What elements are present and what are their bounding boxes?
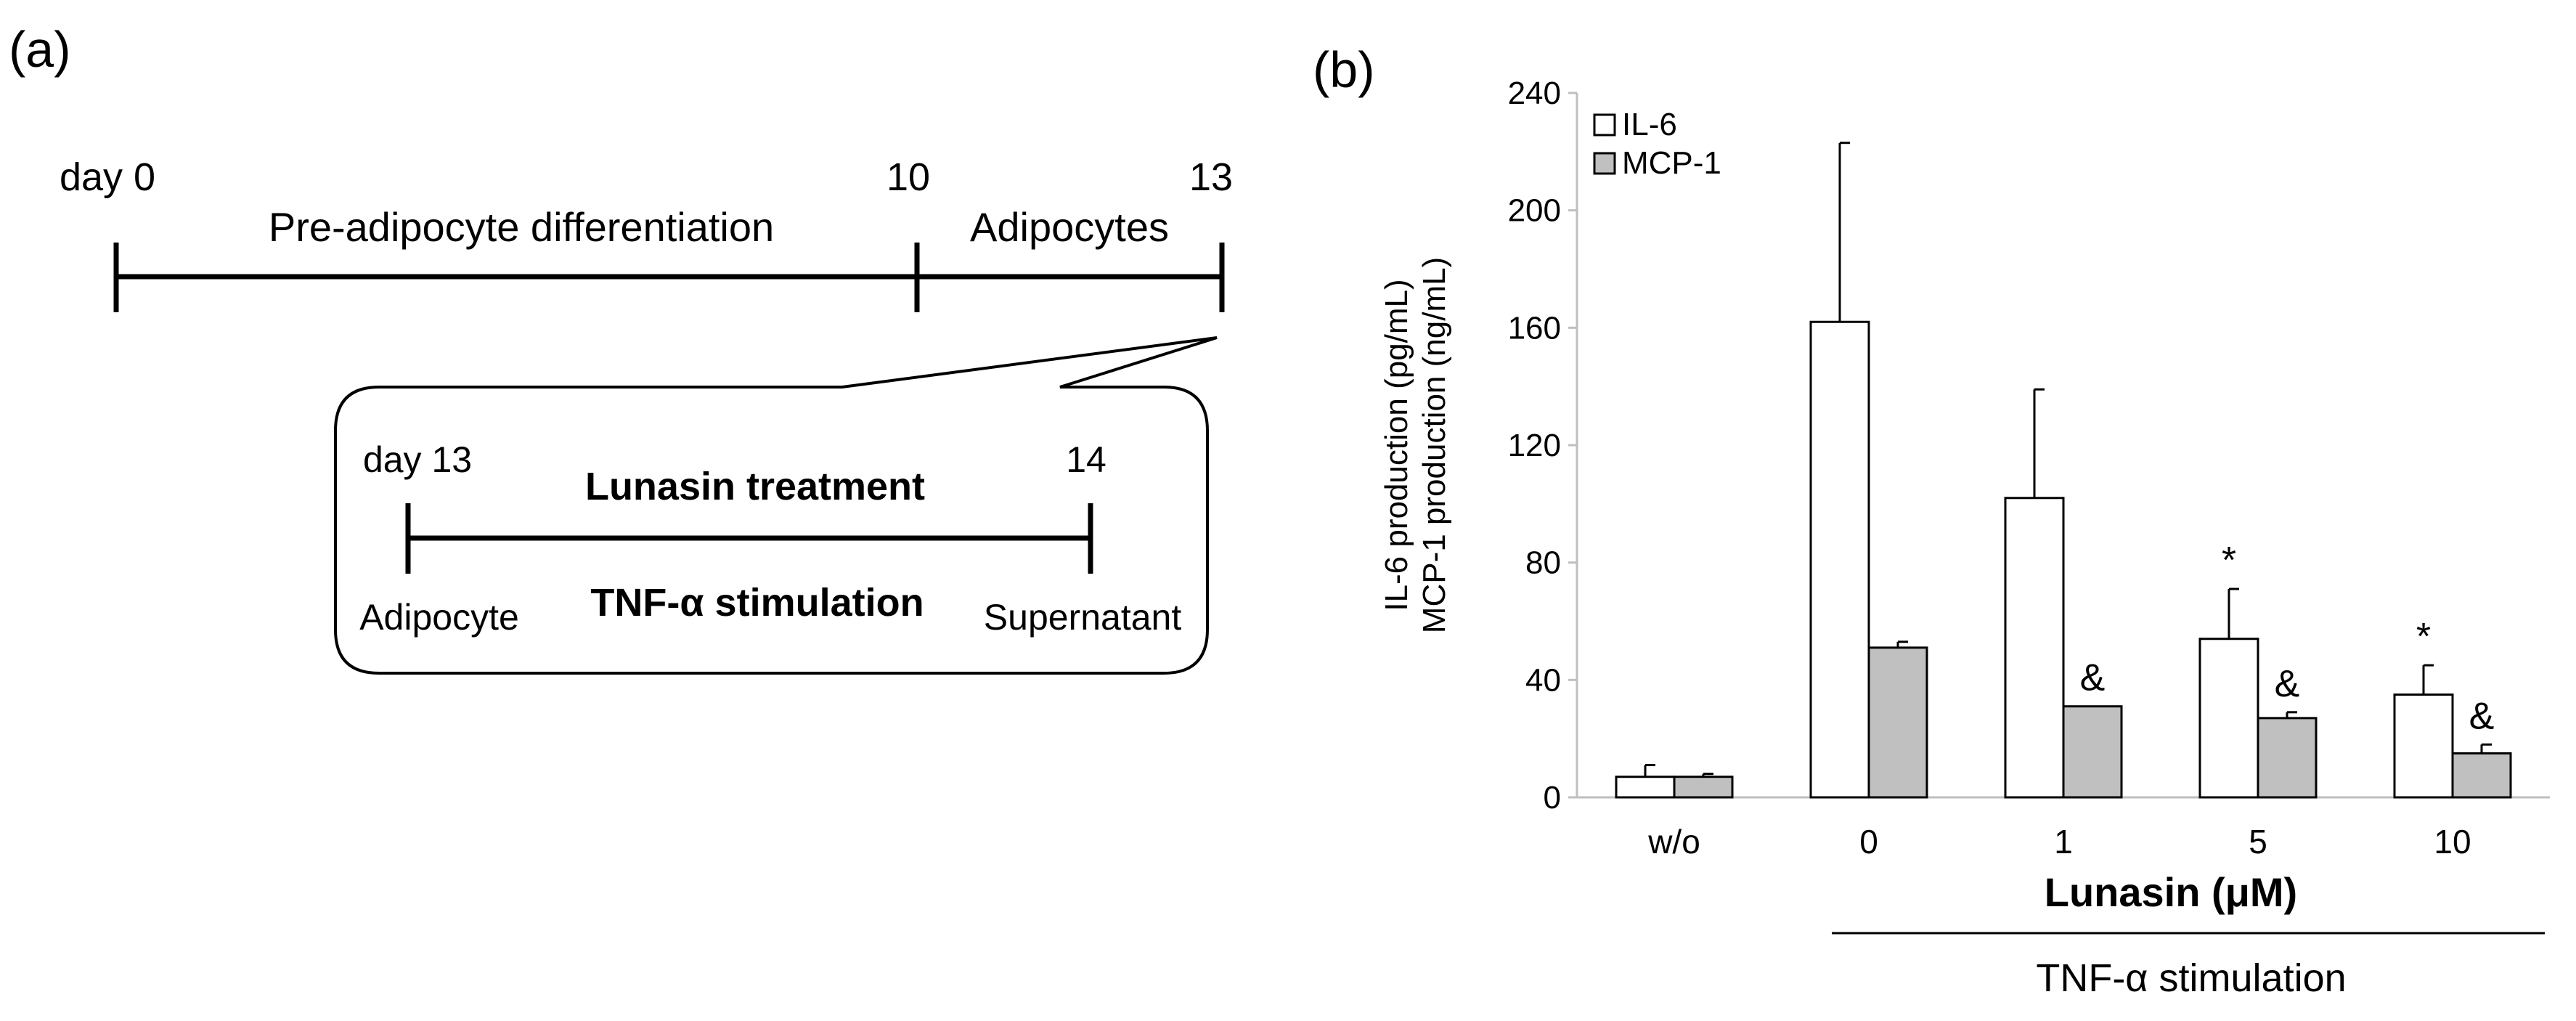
bar-mcp1-1 [1867, 646, 1928, 799]
bar-il6-0 [1615, 776, 1676, 799]
stimulation-bracket-label: TNF-α stimulation [2036, 956, 2346, 1000]
day10-label: 10 [886, 155, 930, 199]
bar-mcp1-3 [2257, 717, 2318, 799]
bar-mcp1-4 [2451, 752, 2512, 799]
y-tick-label: 160 [1508, 310, 1561, 346]
bar-il6-4 [2393, 693, 2454, 799]
bar-mcp1-2 [2062, 705, 2123, 799]
bar-mcp1-0 [1673, 776, 1734, 799]
bar-il6-1 [1809, 320, 1870, 799]
bar-il6-2 [2004, 497, 2065, 799]
y-axis-title-line-1: IL-6 production (pg/mL) [1379, 279, 1414, 611]
legend-swatch-mcp1 [1593, 152, 1616, 175]
x-tick-label: w/o [1647, 823, 1700, 861]
panel-b-label: (b) [1313, 41, 1375, 98]
inset-start-label: day 13 [363, 439, 472, 480]
panel-b: (b) 0 40 80 120 160 200 240 IL-6 production (p… [1313, 41, 2550, 1000]
day0-label: day 0 [60, 155, 155, 199]
x-tick-label: 10 [2434, 823, 2471, 861]
y-tick-label: 240 [1508, 76, 1561, 111]
panel-a: (a) day 0 10 13 Pre-adipocyte differenti… [9, 21, 1233, 675]
significance-ampersand-4: & [2469, 695, 2495, 737]
significance-ampersand-2: & [2080, 657, 2106, 699]
legend-swatch-il6 [1593, 113, 1616, 137]
y-axis-title-line-2: MCP-1 production (ng/mL) [1417, 257, 1452, 633]
inset-end-label: 14 [1066, 439, 1106, 480]
significance-ampersand-3: & [2275, 663, 2300, 705]
phase-preadipocyte-label: Pre-adipocyte differentiation [269, 204, 774, 250]
legend: IL-6 MCP-1 [1593, 107, 1721, 181]
x-tick-label: 1 [2054, 823, 2073, 861]
day13-label: 13 [1189, 155, 1233, 199]
y-tick-label: 80 [1525, 545, 1561, 581]
bar-il6-3 [2198, 638, 2259, 799]
y-tick-label: 120 [1508, 428, 1561, 463]
y-tick-label: 200 [1508, 193, 1561, 229]
x-tick-label: 5 [2249, 823, 2267, 861]
phase-adipocytes-label: Adipocytes [970, 204, 1169, 250]
legend-label-mcp1: MCP-1 [1622, 145, 1721, 181]
significance-asterisk-4: * [2416, 616, 2431, 658]
inset-adipocyte-label: Adipocyte [359, 597, 519, 638]
y-tick-label: 40 [1525, 662, 1561, 698]
bars: &*&*& [1615, 142, 2512, 799]
significance-asterisk-3: * [2222, 540, 2236, 582]
y-axis-ticks: 0 40 80 120 160 200 240 [1508, 76, 1577, 815]
main-timeline: day 0 10 13 Pre-adipocyte differentiatio… [60, 155, 1233, 312]
inset-treatment-label: Lunasin treatment [585, 465, 925, 508]
inset-stimulation-label: TNF-α stimulation [590, 581, 924, 625]
inset-callout: day 13 14 Lunasin treatment TNF-α stimul… [334, 336, 1218, 675]
x-tick-label: 0 [1859, 823, 1878, 861]
panel-a-label: (a) [9, 21, 71, 78]
x-tick-labels: w/o 0 1 5 10 [1647, 823, 2471, 861]
inset-supernatant-label: Supernatant [984, 597, 1182, 638]
x-axis-title: Lunasin (μM) [2045, 869, 2297, 915]
y-tick-label: 0 [1544, 780, 1561, 815]
callout-shape [334, 336, 1218, 675]
legend-label-il6: IL-6 [1622, 107, 1677, 142]
